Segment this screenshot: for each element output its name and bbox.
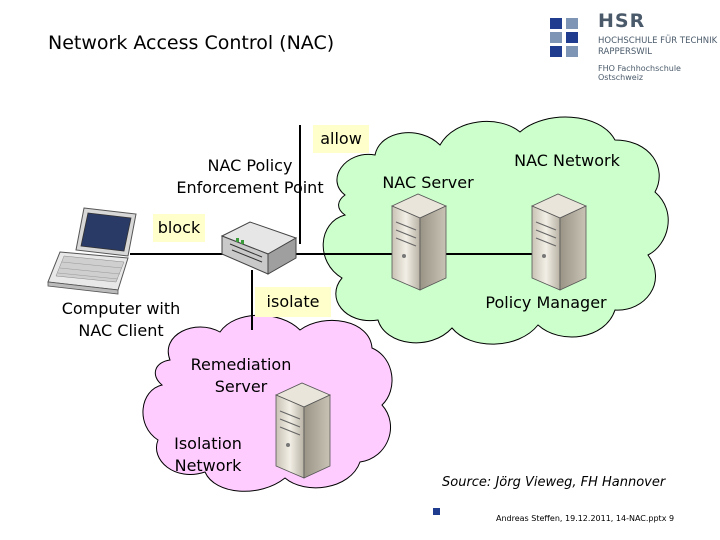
logo-square [566,18,578,29]
allow-label: allow [313,125,369,153]
hsr-logo: HSR HOCHSCHULE FÜR TECHNIK RAPPERSWIL FH… [548,10,718,82]
logo-name: HSR [598,10,646,32]
logo-square [550,32,562,43]
policy-manager-label: Policy Manager [485,293,607,312]
nac-server-icon [391,193,447,291]
remediation-server-label: Remediation Server [190,355,292,396]
nac-network-label: NAC Network [514,151,620,170]
footer-square-icon [433,508,440,515]
slide-footer: Andreas Steffen, 19.12.2011, 14-NAC.pptx… [496,514,675,523]
logo-square [566,46,578,57]
client-label: Computer with NAC Client [61,299,181,340]
logo-line-1: HOCHSCHULE FÜR TECHNIK [598,36,718,46]
logo-square [566,32,578,43]
nac-server-label: NAC Server [382,173,474,192]
isolation-network-label: Isolation Network [174,434,242,475]
isolate-label: isolate [255,287,331,317]
source-note: Source: Jörg Vieweg, FH Hannover [442,475,666,490]
logo-line-2: RAPPERSWIL [598,47,652,57]
logo-line-3: FHO Fachhochschule Ostschweiz [598,64,681,82]
enforcement-point-label: NAC Policy Enforcement Point [176,156,324,197]
slide-title: Network Access Control (NAC) [48,32,335,54]
nac-network-cloud [322,116,669,345]
laptop-icon [47,207,137,295]
policy-manager-server-icon [531,193,587,291]
switch-icon [220,221,298,275]
remediation-server-icon [275,382,331,479]
logo-square [550,46,562,57]
logo-square [550,18,562,29]
block-label: block [153,214,205,242]
